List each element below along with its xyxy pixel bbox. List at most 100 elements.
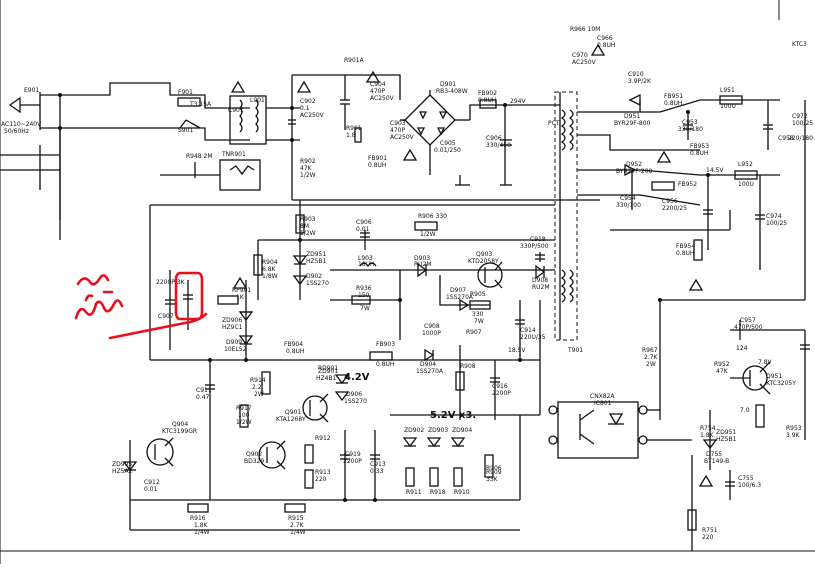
label: 1/4W	[290, 529, 306, 536]
annotation-arrow	[108, 312, 208, 340]
warning-triangle-icon	[402, 148, 418, 161]
label: 470P	[390, 127, 405, 134]
label: 294V	[510, 98, 526, 105]
label: 0.8UH	[664, 100, 682, 107]
label: L952	[738, 161, 753, 168]
component-labels: E901 AC110~240V 50/60Hz F901 T3.15A S901…	[1, 26, 813, 541]
label: 1/4W	[194, 529, 210, 536]
label: L903	[358, 255, 373, 262]
warning-triangle-icon	[232, 276, 248, 289]
label: FB902	[478, 90, 497, 97]
label: FB953	[690, 143, 709, 150]
label: 220	[702, 534, 714, 541]
label: R910	[454, 489, 470, 496]
label: Q904	[172, 421, 188, 428]
label: D755	[706, 451, 722, 458]
label: PCT	[548, 120, 560, 127]
annotation-circle	[174, 271, 204, 321]
label: 330P/500	[520, 243, 549, 250]
label: C957	[740, 317, 756, 324]
label: R948 2M	[186, 153, 213, 160]
label: C953	[682, 119, 698, 126]
label: 7W	[360, 305, 370, 312]
label: D906	[346, 391, 362, 398]
label: R966 10M	[570, 26, 600, 33]
label: 7.8V	[758, 359, 773, 366]
label: R909	[486, 469, 502, 476]
label: 0.01	[356, 226, 370, 233]
warning-triangle-icon	[296, 80, 312, 93]
voltage-label: 4.2V	[344, 372, 370, 383]
label: FB951	[664, 93, 683, 100]
primary-control	[149, 200, 555, 361]
label: 124	[736, 345, 748, 352]
label: C903	[390, 120, 406, 127]
label: 1K	[236, 294, 245, 301]
label: 7W	[474, 318, 484, 325]
warning-triangle-icon	[590, 43, 606, 56]
label: C954	[620, 195, 636, 202]
label: C919	[345, 451, 361, 458]
label: 1.8	[346, 132, 356, 139]
label: RB3-408W	[436, 88, 468, 95]
label: 330/180	[678, 126, 703, 133]
label: R936	[356, 285, 372, 292]
filter-caps	[288, 74, 600, 201]
label: BD329	[244, 458, 264, 465]
label: 100U	[738, 181, 754, 188]
label: C755	[738, 475, 754, 482]
label: 0.8UH	[478, 97, 496, 104]
label: 2200/25	[662, 205, 687, 212]
label: C905	[440, 140, 456, 147]
label: D904	[420, 361, 436, 368]
label: 0.8UH	[286, 348, 304, 355]
warning-triangle-icon	[365, 70, 381, 83]
label: C958	[778, 135, 794, 142]
label: 0.8UH	[376, 361, 394, 368]
label: ZD951	[306, 251, 326, 258]
label: D901	[440, 81, 456, 88]
label: 2200P	[343, 458, 362, 465]
warning-icons	[230, 43, 714, 487]
label: C970	[572, 52, 588, 59]
label: 220/180	[788, 135, 813, 142]
feedback-section	[659, 299, 810, 551]
annotation-text-bottom	[74, 299, 124, 320]
label: 2200P	[492, 390, 511, 397]
label: 0.8UH	[676, 250, 694, 257]
label: C904	[370, 81, 386, 88]
label: Q951	[766, 373, 782, 380]
label: C913	[370, 461, 386, 468]
warning-triangle-icon	[656, 150, 672, 163]
label: 50/60Hz	[4, 128, 29, 135]
label: 2.2	[252, 384, 262, 391]
label: 3.9P/2K	[628, 78, 652, 85]
warning-triangle-icon	[688, 278, 704, 291]
label: HZ5B1	[306, 258, 327, 265]
label: R902	[300, 158, 316, 165]
label: 470P	[370, 88, 385, 95]
label: 1/8W	[262, 273, 278, 280]
label: 100/25	[766, 220, 787, 227]
label: 14.5V	[706, 167, 724, 174]
label: 3.9K	[786, 432, 801, 439]
label: FB901	[368, 155, 387, 162]
label: TNR901	[221, 151, 246, 158]
label: AC250V	[572, 59, 597, 66]
label: Q902	[246, 451, 262, 458]
lower-control	[122, 300, 541, 531]
transformer-t901	[554, 91, 578, 341]
label: T3.15A	[189, 101, 212, 108]
label: C918	[530, 236, 546, 243]
label: R912	[315, 435, 331, 442]
label: R906	[486, 465, 502, 472]
label: D952	[626, 161, 642, 168]
label: 2W	[254, 391, 264, 398]
label: BT149-B	[704, 458, 729, 465]
label: C906	[486, 135, 502, 142]
label: 7.0	[740, 407, 750, 414]
capacitor-c907	[165, 270, 254, 360]
label: 0.1	[300, 105, 310, 112]
label: C901	[228, 107, 244, 114]
